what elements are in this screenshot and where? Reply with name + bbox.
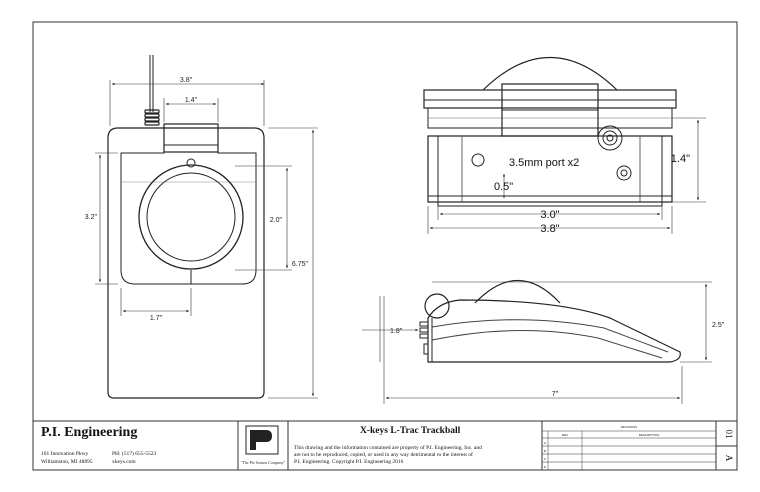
side-view <box>419 280 681 363</box>
dim-top-inner-width: 1.4" <box>185 97 198 104</box>
dim-front-outer-width: 3.8" <box>540 223 559 235</box>
dim-port-label: 3.5mm port x2 <box>509 157 579 169</box>
dim-button-width: 1.7" <box>150 315 163 322</box>
dim-front-height: 1.4" <box>671 153 690 165</box>
dim-side-height: 2.5" <box>712 322 725 329</box>
company-name: P.I. Engineering <box>41 425 138 440</box>
disclaimer-line1: This drawing and the information contain… <box>294 445 482 451</box>
top-view-dimensions <box>95 80 318 399</box>
disclaimer-line2: are not to be reproduced, copied, or use… <box>294 452 473 458</box>
company-logo: PI <box>245 425 279 455</box>
logo-tagline: "The Pie Sonsas Company" <box>241 460 285 465</box>
dim-top-width: 3.8" <box>180 77 193 84</box>
revision-row-c: C <box>544 457 547 461</box>
company-address-line2: Williamston, MI 48895 <box>41 459 93 465</box>
dim-top-height-left: 3.2" <box>85 214 98 221</box>
revisions-col-rev: REV <box>562 433 568 437</box>
sheet-number: 01 <box>724 430 734 439</box>
revisions-col-desc: DESCRIPTION <box>639 433 660 437</box>
sheet-rev: A <box>724 455 734 462</box>
company-address-line1: 101 Innovation Pkwy <box>41 451 89 457</box>
front-view <box>423 56 677 207</box>
revisions-header: REVISIONS <box>621 425 637 429</box>
sheet-border <box>32 21 738 471</box>
revision-row-b: B <box>544 449 546 453</box>
revision-row-a: A <box>544 441 546 445</box>
dim-side-cable: 1.8" <box>390 328 403 335</box>
dim-port-offset: 0.5" <box>494 181 513 193</box>
dim-side-length: 7" <box>552 391 559 398</box>
side-view-dimensions <box>362 281 712 404</box>
logo-letters: PI <box>258 442 267 452</box>
drawing-title: X-keys L-Trac Trackball <box>360 426 461 436</box>
title-block <box>237 421 737 470</box>
disclaimer-line3: P.I. Engineering. Copyright P.I. Enginee… <box>294 459 404 465</box>
front-view-dimensions <box>427 117 706 234</box>
company-phone: PH: (517) 655-5523 <box>112 451 157 457</box>
dim-front-inner-width: 3.0" <box>540 209 559 221</box>
dim-total-length: 6.75" <box>292 261 309 268</box>
company-website: xkeys.com <box>112 459 136 465</box>
revision-row-d: D <box>544 465 547 469</box>
top-view <box>107 55 265 399</box>
dim-ball-diameter: 2.0" <box>270 217 283 224</box>
